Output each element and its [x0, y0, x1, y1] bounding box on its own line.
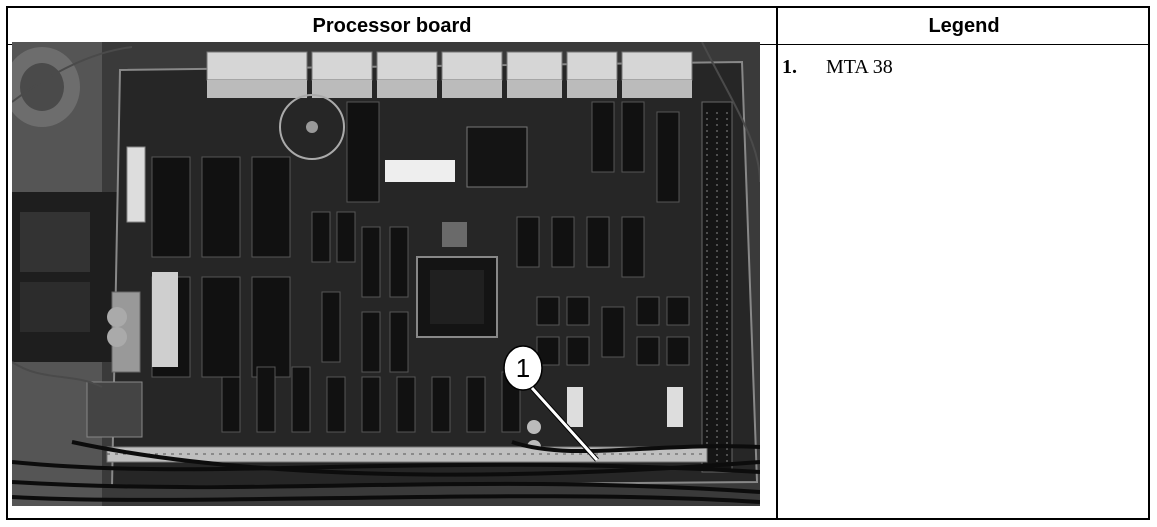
- legend-item-label: MTA 38: [826, 56, 893, 78]
- legend-item-number: 1.: [782, 56, 797, 78]
- column-divider: [776, 8, 778, 518]
- legend-item: 1. MTA 38: [782, 56, 1132, 79]
- callout-leader-line-highlight: [530, 386, 599, 462]
- legend-list: 1. MTA 38: [782, 56, 1132, 79]
- legend-heading: Legend: [928, 15, 1000, 37]
- callout-number: 1: [516, 353, 530, 383]
- processor-board-illustration: 1: [12, 42, 760, 506]
- callout-marker: [503, 345, 543, 391]
- processor-board-heading: Processor board: [312, 15, 472, 37]
- processor-board-photo: 1: [12, 42, 760, 506]
